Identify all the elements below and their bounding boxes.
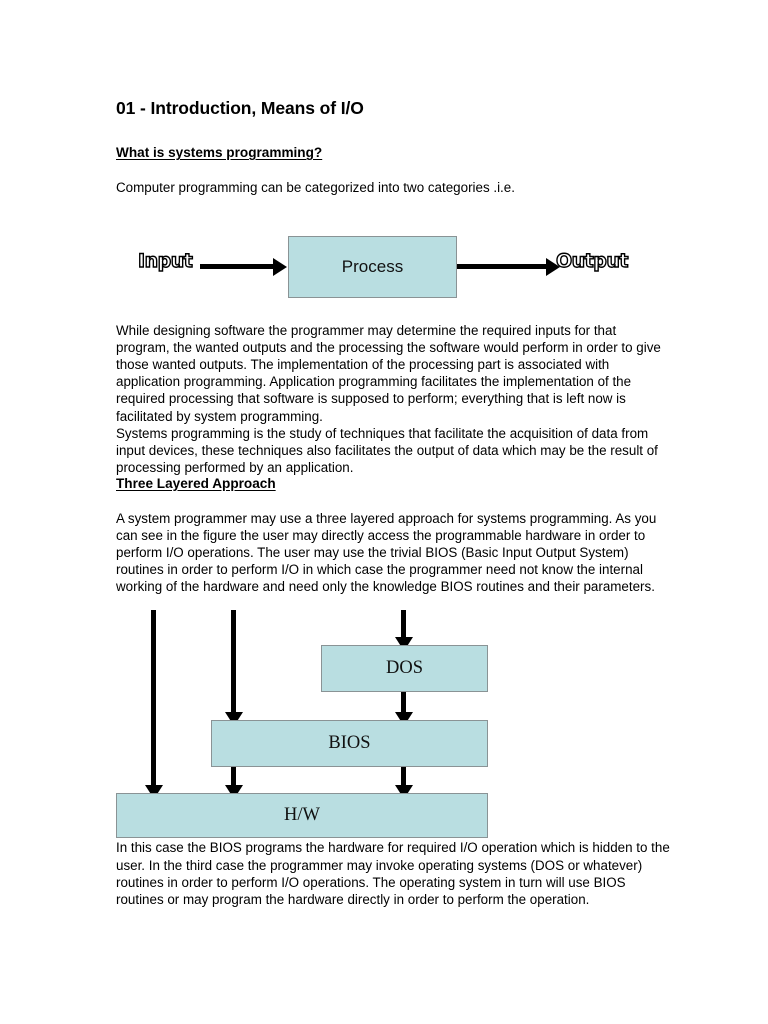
- paragraph-intro: Computer programming can be categorized …: [116, 180, 515, 195]
- three-layer-diagram: DOS BIOS H/W: [116, 605, 672, 839]
- io-flow-diagram: Input Process Output: [116, 214, 672, 310]
- process-box: Process: [288, 236, 457, 299]
- paragraph-designing-software: While designing software the programmer …: [116, 323, 661, 424]
- arrow-user-to-bios: [224, 610, 243, 727]
- bios-box: BIOS: [211, 720, 488, 768]
- paragraph-closing: In this case the BIOS programs the hardw…: [116, 840, 670, 907]
- heading-what-is-systems-programming: What is systems programming?: [116, 145, 323, 160]
- paragraph-systems-programming: Systems programming is the study of tech…: [116, 425, 658, 475]
- arrow-user-to-dos: [394, 610, 413, 652]
- document-content: 01 - Introduction, Means of I/O What is …: [116, 98, 672, 908]
- input-label: Input: [137, 249, 193, 273]
- paragraph-three-layered-body: A system programmer may use a three laye…: [116, 510, 657, 595]
- heading-three-layered-approach: Three Layered Approach: [116, 475, 276, 491]
- hardware-box: H/W: [116, 793, 488, 839]
- arrow-dos-to-bios: [394, 692, 413, 727]
- arrow-process-to-output: [457, 257, 560, 276]
- arrow-user-to-hardware: [144, 610, 163, 800]
- arrow-input-to-process: [200, 257, 287, 276]
- page-title: 01 - Introduction, Means of I/O: [116, 98, 364, 118]
- output-label: Output: [555, 249, 629, 273]
- arrow-bios-to-hardware-left: [224, 767, 243, 800]
- arrow-bios-to-hardware-right: [394, 767, 413, 800]
- dos-box: DOS: [321, 645, 488, 693]
